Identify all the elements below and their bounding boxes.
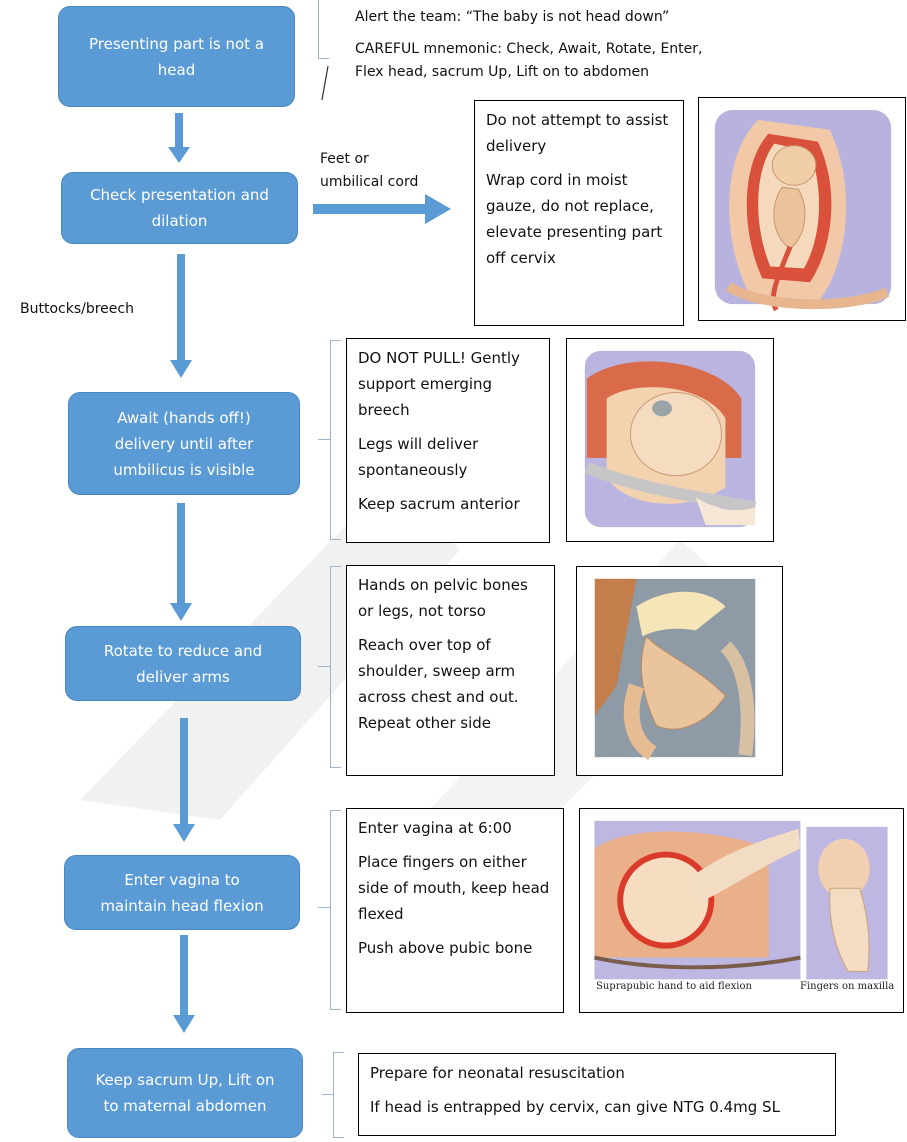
caption-suprapubic: Suprapubic hand to aid flexion	[596, 981, 752, 992]
step-line: Check presentation and	[90, 182, 269, 208]
step-line: deliver arms	[104, 664, 262, 690]
arm-delivery-illustration	[576, 566, 783, 776]
step-line: head	[89, 57, 264, 83]
feet-cord-label: Feet or umbilical cord	[320, 148, 418, 194]
maxilla-fingers-illustration	[806, 827, 887, 979]
divider-line	[318, 66, 332, 100]
step-line: Presenting part is not a	[89, 31, 264, 57]
note-bracket	[318, 0, 329, 59]
bracket-tick	[318, 439, 330, 440]
instruction-text: Hands on pelvic bones or legs, not torso	[358, 572, 546, 624]
step-line: Await (hands off!)	[113, 405, 254, 431]
mnemonic-line-2: Flex head, sacrum Up, Lift on to abdomen	[355, 61, 875, 84]
await-bracket	[330, 340, 341, 540]
down-arrow-icon	[173, 718, 195, 842]
instruction-text: Prepare for neonatal resuscitation	[370, 1060, 827, 1086]
down-arrow-icon	[170, 503, 192, 621]
caption-maxilla: Fingers on maxilla	[800, 981, 894, 992]
bracket-tick	[318, 666, 330, 667]
instruction-text: Enter vagina at 6:00	[358, 815, 555, 841]
final-bracket	[333, 1052, 344, 1138]
right-arrow-icon	[313, 194, 451, 224]
instruction-text: Legs will deliver spontaneously	[358, 431, 541, 483]
bracket-tick	[322, 1094, 334, 1095]
rotate-bracket	[330, 566, 341, 768]
mnemonic-line-1: CAREFUL mnemonic: Check, Await, Rotate, …	[355, 38, 875, 61]
mnemonic-note: Alert the team: “The baby is not head do…	[355, 6, 875, 84]
head-flexion-illustration-box: Suprapubic hand to aid flexion Fingers o…	[579, 808, 904, 1013]
instruction-text: Push above pubic bone	[358, 935, 555, 961]
breech-emerging-illustration	[566, 338, 774, 542]
instruction-text: Do not attempt to assist delivery	[486, 107, 675, 159]
down-arrow-icon	[168, 113, 190, 163]
step-line: dilation	[90, 208, 269, 234]
head-flexion-illustration	[594, 821, 800, 979]
fetus-in-uterus-illustration	[698, 97, 906, 321]
step-line: delivery until after	[113, 431, 254, 457]
rotate-instructions-box: Hands on pelvic bones or legs, not torso…	[346, 565, 555, 776]
cord-instructions-box: Do not attempt to assist delivery Wrap c…	[474, 100, 684, 326]
down-arrow-icon	[170, 254, 192, 378]
instruction-text: Keep sacrum anterior	[358, 491, 541, 517]
instruction-text: If head is entrapped by cervix, can give…	[370, 1094, 827, 1120]
step-line: to maternal abdomen	[95, 1093, 274, 1119]
alert-text: Alert the team: “The baby is not head do…	[355, 6, 875, 29]
down-arrow-icon	[173, 935, 195, 1033]
final-instructions-box: Prepare for neonatal resuscitation If he…	[358, 1053, 836, 1136]
breech-label: Buttocks/breech	[20, 298, 134, 321]
instruction-text: Wrap cord in moist gauze, do not replace…	[486, 167, 675, 271]
bracket-tick	[318, 907, 330, 908]
step-line: Enter vagina to	[100, 867, 263, 893]
step-line: Rotate to reduce and	[104, 638, 262, 664]
instruction-text: Reach over top of shoulder, sweep arm ac…	[358, 632, 546, 736]
enter-bracket	[330, 810, 341, 1010]
feet-label-line: umbilical cord	[320, 171, 418, 194]
step-line: Keep sacrum Up, Lift on	[95, 1067, 274, 1093]
feet-label-line: Feet or	[320, 148, 418, 171]
instruction-text: DO NOT PULL! Gently support emerging bre…	[358, 345, 541, 423]
step-line: maintain head flexion	[100, 893, 263, 919]
enter-instructions-box: Enter vagina at 6:00 Place fingers on ei…	[346, 808, 564, 1013]
await-instructions-box: DO NOT PULL! Gently support emerging bre…	[346, 338, 550, 543]
step-line: umbilicus is visible	[113, 457, 254, 483]
instruction-text: Place fingers on either side of mouth, k…	[358, 849, 555, 927]
